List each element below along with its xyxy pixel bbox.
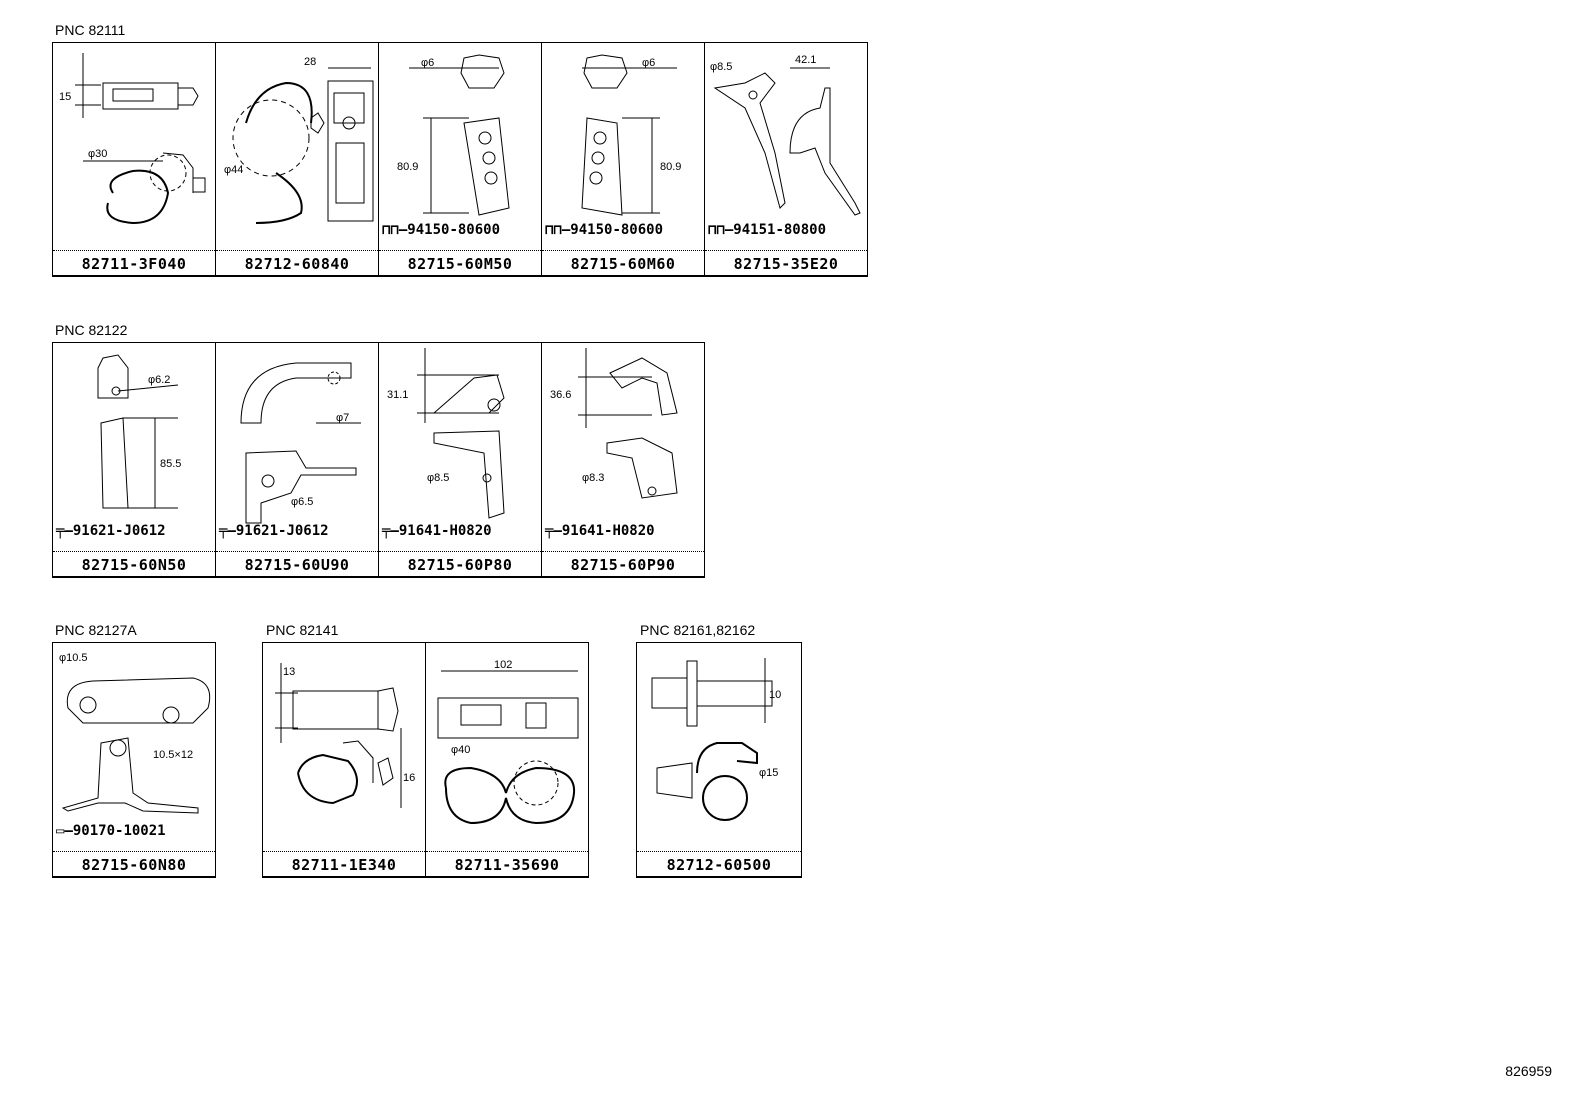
fastener-label: ⊓⊓—94150-80600 [382, 222, 501, 238]
dim-text: φ7 [336, 412, 349, 424]
bolt-icon: ╤ [545, 523, 554, 539]
dim-text: φ8.3 [582, 472, 604, 484]
bracket-drawing: φ10.5 10.5×12 [59, 652, 211, 814]
part-cell: φ6.2 85.5 ╤—91621-J0612 82715-60N50 [52, 342, 216, 578]
part-number-label: 82715-60M60 [542, 250, 704, 276]
part-cell: 13 16 82711-1E340 [262, 642, 426, 878]
nut-icon: ⊓⊓ [382, 222, 399, 238]
dim-text: 102 [494, 659, 512, 671]
dim-text: φ15 [759, 767, 778, 779]
fastener-label: ╤—91641-H0820 [545, 523, 655, 539]
part-number-label: 82715-60U90 [216, 551, 378, 577]
dim-text: φ6.2 [148, 374, 170, 386]
dim-text: 80.9 [397, 161, 418, 173]
group-label-82111: PNC 82111 [55, 22, 126, 38]
part-cell: φ6 80.9 ⊓⊓—94150-80600 82715-60M60 [541, 42, 705, 277]
fastener-label: ⊓⊓—94151-80800 [708, 222, 827, 238]
part-cell: φ10.5 10.5×12 ▭—90170-10021 82715-60N80 [52, 642, 216, 878]
part-cell: 36.6 φ8.3 ╤—91641-H0820 82715-60P90 [541, 342, 705, 578]
part-cell: 28 φ44 82712-60840 [215, 42, 379, 277]
bolt-icon: ╤ [56, 523, 65, 539]
part-number-label: 82715-60P80 [379, 551, 541, 577]
part-number-label: 82712-60840 [216, 250, 378, 276]
clamp-drawing: 13 16 [275, 663, 415, 808]
dim-text: φ30 [88, 148, 107, 160]
dim-text: 13 [283, 666, 295, 678]
part-number-label: 82715-60N50 [53, 551, 215, 577]
dim-text: φ8.5 [710, 61, 732, 73]
part-number-label: 82711-3F040 [53, 250, 215, 276]
part-number-label: 82711-35690 [426, 851, 588, 877]
part-cell: φ6 80.9 ⊓⊓—94150-80600 82715-60M50 [378, 42, 542, 277]
fastener-label: ╤—91621-J0612 [56, 523, 166, 539]
part-number-label: 82711-1E340 [263, 851, 425, 877]
part-number-label: 82712-60500 [637, 851, 801, 877]
dim-text: φ6.5 [291, 496, 313, 508]
fastener-label: ▭—90170-10021 [56, 823, 166, 839]
clamp-drawing: 15 φ30 [59, 53, 206, 225]
nut-icon: ⊓⊓ [708, 222, 725, 238]
bracket-drawing: φ6 80.9 [397, 54, 510, 216]
part-number-label: 82715-35E20 [705, 250, 867, 276]
part-cell: 15 φ30 82711-3F040 [52, 42, 216, 277]
bolt-icon: ╤ [219, 523, 228, 539]
dim-text: 80.9 [660, 161, 681, 173]
bracket-drawing: 31.1 φ8.5 [387, 348, 505, 519]
dim-text: 28 [304, 56, 316, 68]
part-number-label: 82715-60P90 [542, 551, 704, 577]
fastener-label: ╤—91621-J0612 [219, 523, 329, 539]
dim-text: φ44 [224, 164, 243, 176]
washer-icon: ▭ [56, 823, 65, 839]
bracket-drawing: 36.6 φ8.3 [550, 348, 678, 499]
dim-text: 31.1 [387, 389, 408, 401]
dim-text: 85.5 [160, 458, 181, 470]
group-label-82127a: PNC 82127A [55, 622, 137, 638]
clamp-drawing: 102 φ40 [437, 659, 579, 825]
clamp-drawing: 28 φ44 [224, 56, 374, 224]
part-cell: 102 φ40 82711-35690 [425, 642, 589, 878]
dim-text: φ40 [451, 744, 470, 756]
dim-text: φ8.5 [427, 472, 449, 484]
bracket-drawing: φ8.5 42.1 [710, 54, 861, 216]
dim-text: φ6 [642, 57, 655, 69]
nut-icon: ⊓⊓ [545, 222, 562, 238]
dim-text: 10 [769, 689, 781, 701]
bracket-drawing: φ6.2 85.5 [97, 354, 181, 509]
part-number-label: 82715-60M50 [379, 250, 541, 276]
group-label-82141: PNC 82141 [266, 622, 339, 638]
dim-text: 42.1 [795, 54, 816, 66]
part-cell: 31.1 φ8.5 ╤—91641-H0820 82715-60P80 [378, 342, 542, 578]
diagram-id: 826959 [1505, 1063, 1552, 1079]
dim-text: φ6 [421, 57, 434, 69]
dim-text: 16 [403, 772, 415, 784]
group-label-82161-82162: PNC 82161,82162 [640, 622, 756, 638]
part-cell: 10 φ15 82712-60500 [636, 642, 802, 878]
dim-text: 15 [59, 91, 71, 103]
dim-text: φ10.5 [59, 652, 88, 664]
bracket-drawing: φ7 φ6.5 [240, 362, 361, 524]
dim-text: 36.6 [550, 389, 571, 401]
bracket-drawing: φ6 80.9 [581, 54, 681, 216]
fastener-label: ⊓⊓—94150-80600 [545, 222, 664, 238]
part-cell: φ7 φ6.5 ╤—91621-J0612 82715-60U90 [215, 342, 379, 578]
bolt-icon: ╤ [382, 523, 391, 539]
group-label-82122: PNC 82122 [55, 322, 128, 338]
clamp-drawing: 10 φ15 [651, 658, 781, 821]
fastener-label: ╤—91641-H0820 [382, 523, 492, 539]
part-number-label: 82715-60N80 [53, 851, 215, 877]
dim-text: 10.5×12 [153, 749, 193, 761]
part-cell: φ8.5 42.1 ⊓⊓—94151-80800 82715-35E20 [704, 42, 868, 277]
